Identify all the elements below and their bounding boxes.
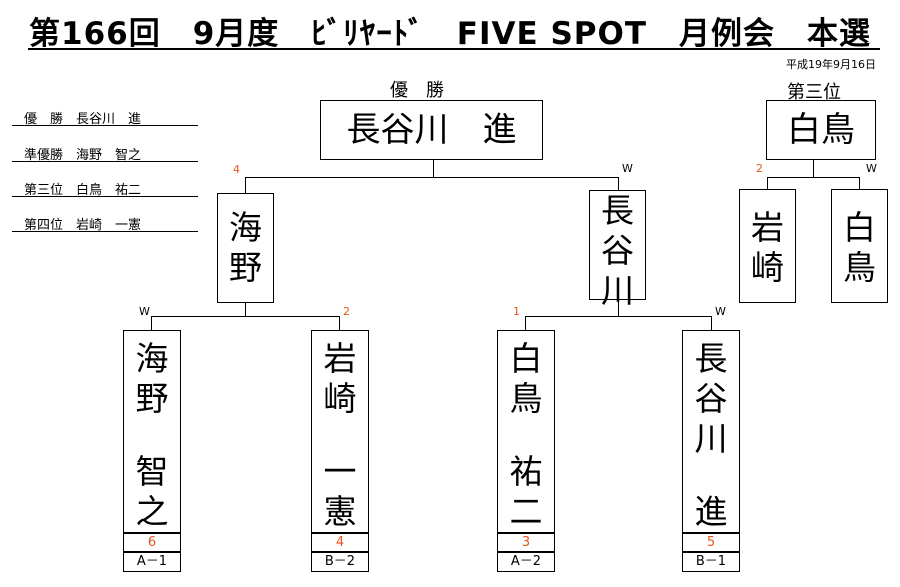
player-score: 3 [497,533,555,552]
third-place-win-mark: W [866,162,877,175]
bracket-line [711,316,712,330]
name-char: 谷 [694,379,728,418]
bracket-line [339,316,340,330]
bracket-line [433,160,434,177]
name-char: 岩 [751,208,784,247]
name-char: 谷 [601,231,634,270]
result-divider [12,161,198,162]
player-seed: B－1 [682,552,740,572]
player-seed: B－2 [311,552,369,572]
name-char: 長 [694,339,728,378]
bracket-line [813,160,814,177]
name-char: 崎 [323,379,357,418]
bracket-line [525,316,711,317]
result-divider [12,196,198,197]
third-place-score-mark: 2 [756,162,763,175]
name-char: 進 [694,492,728,531]
player-box: 岩 崎 一 憲 [311,330,369,533]
player-score: 5 [682,533,740,552]
name-char: 鳥 [509,379,543,418]
bracket-line [245,177,618,178]
player-score: 6 [123,533,181,552]
name-char: 川 [601,271,634,310]
name-char: 野 [135,379,169,418]
name-char: 長 [601,191,634,230]
first-round-score-mark: 2 [343,305,350,318]
semifinal-win-mark: W [622,162,633,175]
bracket-line [767,177,859,178]
result-divider [12,125,198,126]
first-round-score-mark: 1 [513,305,520,318]
name-char: 白 [509,339,543,378]
player-score: 4 [311,533,369,552]
name-char: 野 [229,248,262,287]
page-title: 第166回 9月度 ﾋﾞﾘﾔｰﾄﾞ FIVE SPOT 月例会 本選 [29,16,871,52]
player-seed: A－2 [497,552,555,572]
bracket-line [859,177,860,189]
name-char: 岩 [323,339,357,378]
bracket-line [151,316,339,317]
third-place-caption: 第三位 [787,82,841,103]
name-char: 鳥 [843,248,876,287]
name-char: 白 [843,208,876,247]
bracket-line [245,177,246,193]
name-char: 川 [694,419,728,458]
name-char: 之 [135,492,169,531]
champion-box: 長谷川 進 [320,100,543,160]
result-divider [12,231,198,232]
bracket-line [151,316,152,330]
player-seed: A－1 [123,552,181,572]
name-char: 一 [323,452,357,491]
champion-name: 長谷川 進 [346,110,517,150]
bracket-line [767,177,768,189]
name-char: 智 [135,452,169,491]
result-third: 第三位 白鳥 祐二 [24,183,142,198]
name-char: 祐 [509,452,543,491]
name-char: 憲 [323,492,357,531]
third-place-box: 白鳥 [766,100,876,160]
title-underline [28,48,880,50]
semifinal-box-left: 海 野 [217,193,274,303]
first-round-win-mark: W [715,305,726,318]
third-place-name: 白鳥 [787,110,855,150]
player-box: 長 谷 川 進 [682,330,740,533]
event-date: 平成19年9月16日 [786,58,876,71]
name-char: 二 [509,492,543,531]
result-winner: 優 勝 長谷川 進 [24,112,142,127]
player-box: 海 野 智 之 [123,330,181,533]
third-place-box-right: 白 鳥 [831,189,888,303]
result-fourth: 第四位 岩崎 一憲 [24,218,142,233]
name-char: 海 [135,339,169,378]
bracket-line [525,316,526,330]
first-round-win-mark: W [139,305,150,318]
name-char: 海 [229,208,262,247]
result-runner-up: 準優勝 海野 智之 [24,148,142,163]
semifinal-box-right: 長 谷 川 [589,190,646,310]
champion-caption: 優 勝 [390,80,444,101]
bracket-line [245,302,246,316]
player-box: 白 鳥 祐 二 [497,330,555,533]
semifinal-score-mark: 4 [233,163,240,176]
name-char: 崎 [751,248,784,287]
third-place-box-left: 岩 崎 [739,189,796,303]
bracket-line [618,299,619,316]
bracket-line [618,177,619,190]
